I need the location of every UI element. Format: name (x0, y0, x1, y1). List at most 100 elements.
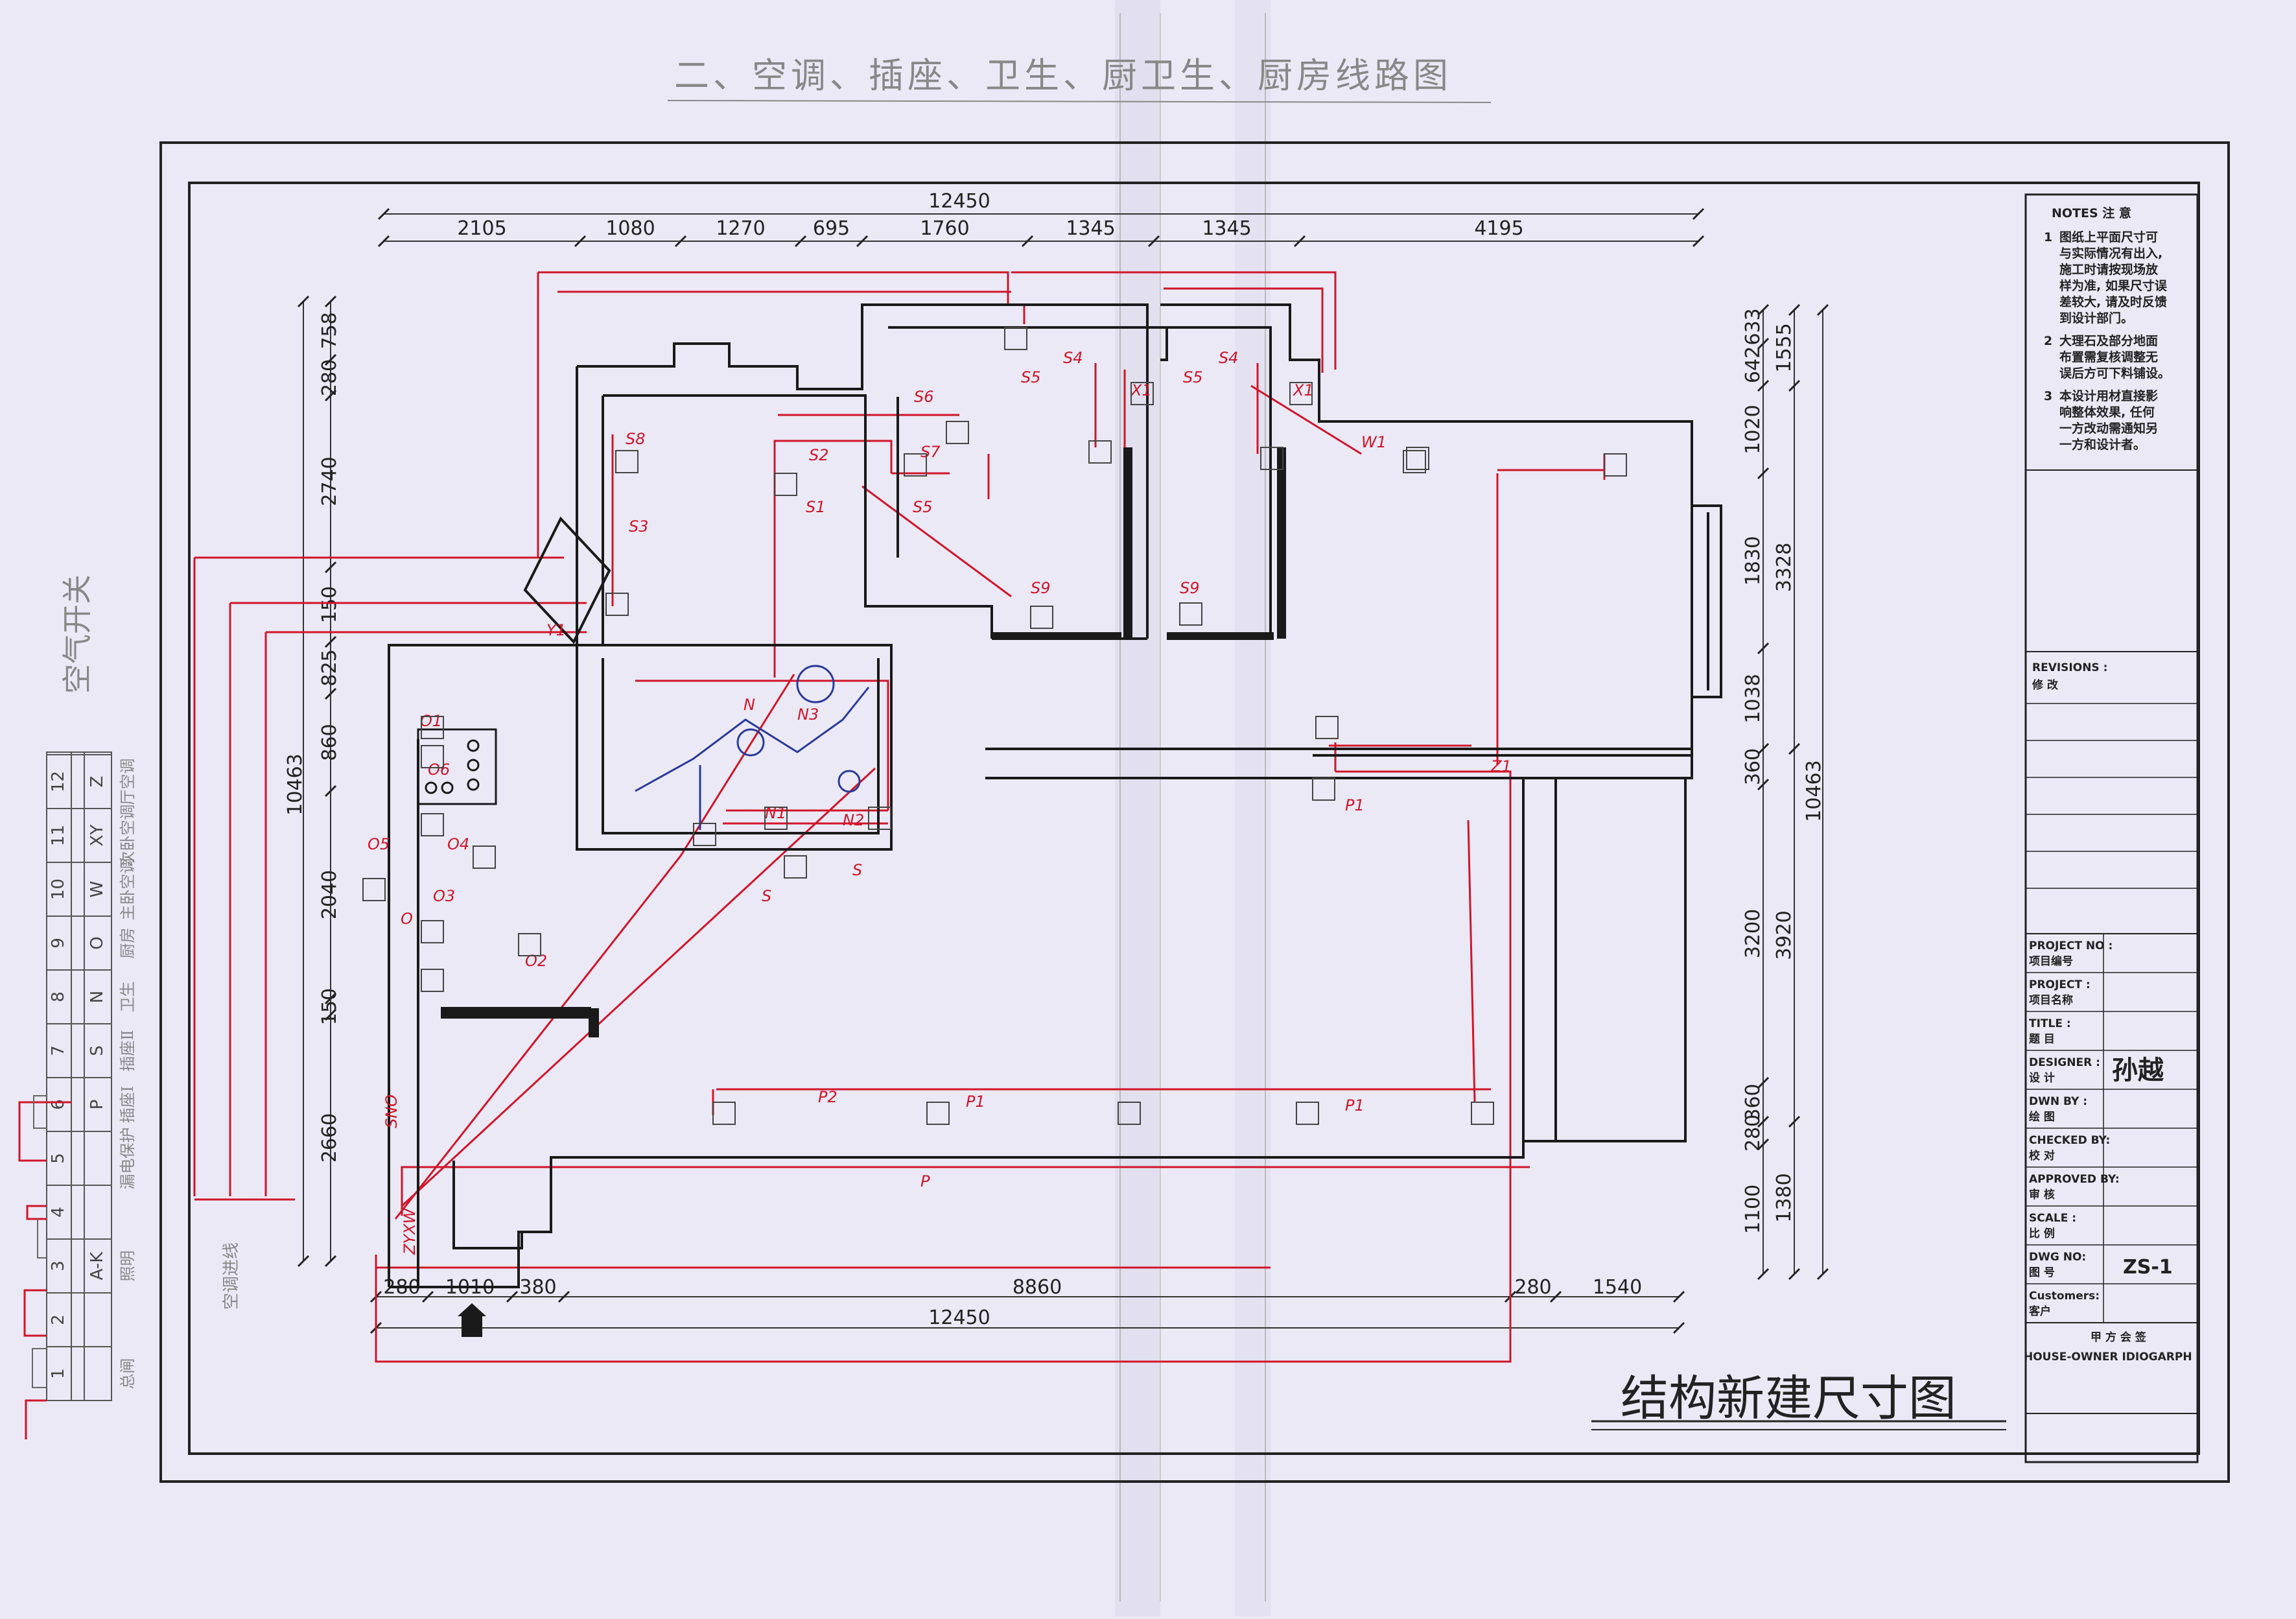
outlet-box (1296, 1102, 1319, 1125)
outlet-box (1403, 450, 1426, 473)
wall-hatch (1167, 632, 1274, 640)
title-block-label-en: PROJECT NO : (2029, 939, 2113, 952)
paper-fold (1235, 0, 1271, 1616)
outlet-box (1088, 440, 1112, 464)
outlet-box (712, 1102, 736, 1125)
breaker-name: 次卧空调 (119, 805, 137, 867)
breaker-number: 8 (49, 991, 68, 1002)
note-line: 差较大, 请及时反馈 (2059, 294, 2167, 309)
circuit-label: O (401, 910, 413, 928)
dimension-value: 280 (318, 359, 341, 396)
wall-hatch (589, 1008, 599, 1037)
dimension-value: 12450 (928, 190, 990, 213)
inner-frame (188, 182, 2200, 1455)
note-line: 图纸上平面尺寸可 (2059, 230, 2158, 244)
dimension-value: 825 (318, 649, 341, 686)
breaker-number: 10 (49, 879, 68, 900)
blue-wiring (635, 665, 870, 830)
circuit-label: N3 (797, 705, 819, 724)
breaker-letter: S (88, 1045, 107, 1056)
dimension-value: 1270 (716, 217, 765, 240)
dimension-value: 360 (1742, 1083, 1764, 1120)
title-underline (667, 100, 1492, 103)
circuit-label: S8 (626, 430, 646, 448)
revisions-label-cn: 修 改 (2032, 678, 2059, 692)
note-line: 2 (2044, 334, 2052, 348)
circuit-tag-zyxw: ZYXW (401, 1207, 419, 1255)
circuit-label: Y1 (546, 621, 566, 639)
outlet-box (904, 453, 927, 477)
title-block-label-en: DWG NO: (2029, 1251, 2086, 1264)
circuit-label: S9 (1180, 579, 1200, 597)
outlet-box (473, 845, 496, 869)
owner-sign-en: HOUSE-OWNER IDIOGARPH (2024, 1351, 2192, 1364)
entrance-arrow (458, 1303, 486, 1337)
dimension-value: 8860 (1013, 1276, 1062, 1299)
dimension-value: 1100 (1742, 1185, 1764, 1234)
drawing-title: 结构新建尺寸图 (1621, 1371, 1956, 1426)
outlet-box (1315, 716, 1339, 739)
dimension-value: 758 (318, 312, 341, 349)
dimension-value: 4195 (1474, 217, 1523, 240)
plan-title: 二、空调、插座、卫生、厨卫生、厨房线路图 (674, 55, 1452, 96)
breaker-letter: Z (88, 776, 107, 788)
outlet-box (1030, 606, 1053, 629)
note-line: 施工时请按现场放 (2059, 262, 2159, 277)
circuit-tag-sno: SNO (382, 1094, 401, 1128)
revisions-label: REVISIONS : (2032, 661, 2107, 674)
outlet-box (1179, 602, 1202, 626)
circuit-label: X1 (1130, 381, 1152, 399)
breaker-name: 主卧空调 (119, 858, 137, 921)
breaker-panel-heading: 空气开关 (60, 574, 95, 694)
outlet-box (1604, 453, 1627, 477)
circuit-label: N (744, 696, 755, 714)
outlet-box (693, 823, 716, 846)
outlet-box (421, 969, 444, 992)
dimension-value: 633 (1742, 308, 1764, 345)
outlet-box (362, 878, 386, 901)
breaker-number: 1 (49, 1368, 68, 1379)
breaker-name: 照明 (119, 1251, 137, 1282)
dimension-value: 12450 (928, 1306, 990, 1329)
breaker-number: 5 (49, 1153, 68, 1164)
circuit-label: P (920, 1172, 930, 1190)
circuit-label: Z1 (1490, 757, 1512, 775)
circuit-label: O2 (525, 952, 547, 970)
circuit-label: S (852, 861, 862, 879)
title-block-label-cn: 项目名称 (2029, 993, 2073, 1007)
outer-frame (159, 141, 2230, 1483)
note-line: 大理石及部分地面 (2059, 333, 2158, 348)
note-line: 样为准, 如果尺寸误 (2059, 278, 2168, 293)
note-line: 1 (2044, 230, 2052, 244)
dimension-value: 1830 (1742, 536, 1764, 585)
breaker-number: 3 (49, 1260, 68, 1271)
circuit-label: S (762, 887, 771, 905)
dimension-value: 10463 (284, 753, 307, 815)
note-line: 3 (2044, 389, 2052, 403)
note-line: 一方改动需通知另 (2059, 421, 2158, 436)
outlet-box (421, 813, 444, 836)
circuit-label: O6 (428, 761, 450, 779)
circuit-label: S7 (920, 443, 941, 461)
breaker-letter: N (88, 991, 107, 1003)
outlet-box (774, 473, 797, 496)
circuit-label: O1 (420, 712, 442, 730)
circuit-label: P1 (1345, 796, 1365, 814)
dimension-value: 150 (318, 586, 341, 623)
title-block-label-en: Customers: (2029, 1290, 2100, 1303)
outlet-box (421, 920, 444, 943)
title-block-label-en: DWN BY : (2029, 1095, 2087, 1108)
note-line: 响整体效果, 任何 (2059, 405, 2155, 420)
circuit-label: S9 (1031, 579, 1051, 597)
dimension-value: 695 (813, 217, 850, 240)
dimension-value: 1038 (1742, 674, 1764, 723)
circuit-label: N2 (843, 811, 864, 829)
outlet-boxes (362, 327, 1627, 1125)
dimension-value: 1760 (920, 217, 969, 240)
circuit-label: O3 (433, 887, 455, 905)
